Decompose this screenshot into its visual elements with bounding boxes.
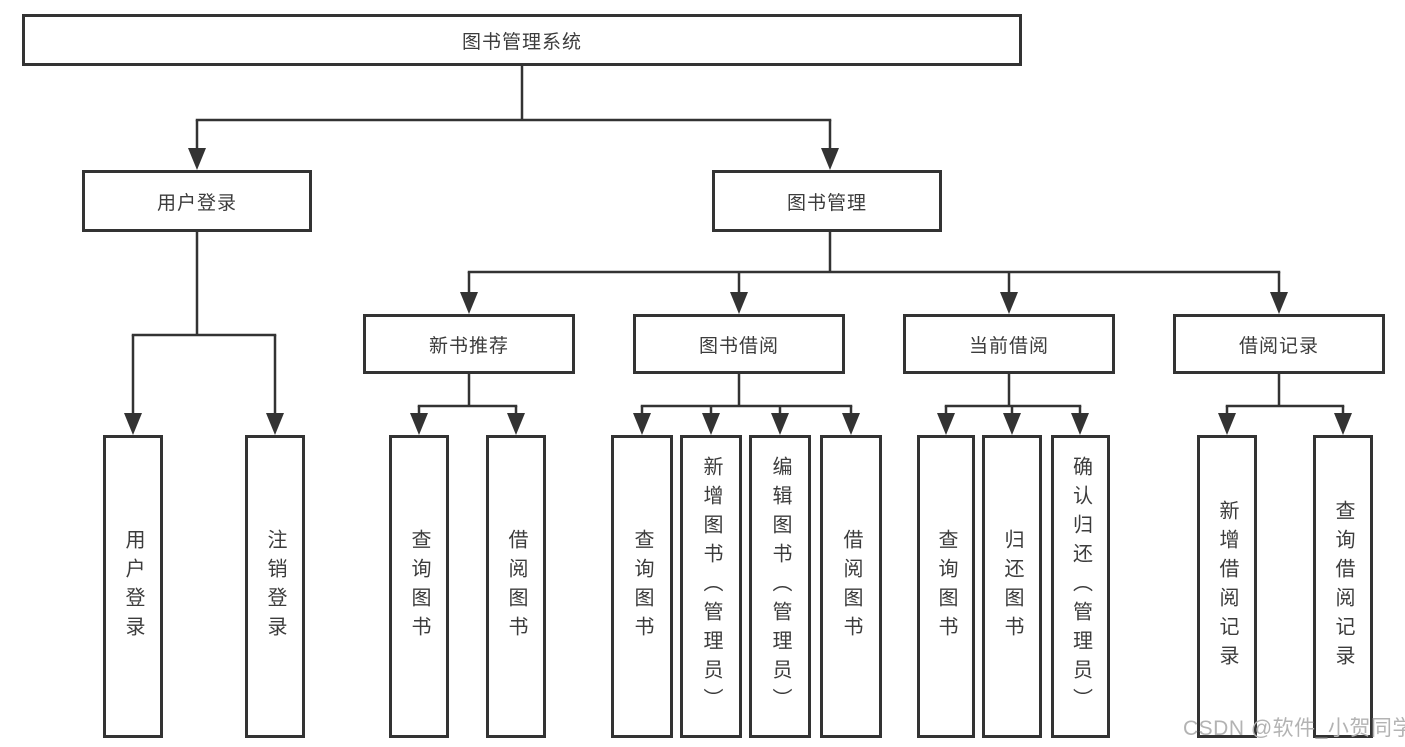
node-book-management: 图书管理 [712, 170, 942, 232]
leaf-borrow-book: 借阅图书 [820, 435, 882, 738]
node-label: 用户登录 [156, 192, 237, 214]
node-current-borrow: 当前借阅 [903, 314, 1115, 374]
node-label: 查询图书 [408, 528, 430, 645]
node-label: 编辑图书（管理员） [769, 456, 791, 717]
leaf-user-login: 用户登录 [103, 435, 163, 738]
node-label: 图书借阅 [698, 335, 779, 357]
node-label: 查询借阅记录 [1332, 499, 1354, 674]
leaf-logout: 注销登录 [245, 435, 305, 738]
leaf-query-borrow-record: 查询借阅记录 [1313, 435, 1373, 738]
node-label: 查询图书 [935, 528, 957, 645]
node-label: 借阅图书 [840, 528, 862, 645]
node-user-login: 用户登录 [82, 170, 312, 232]
leaf-query-books-current: 查询图书 [917, 435, 975, 738]
node-new-book-recommend: 新书推荐 [363, 314, 575, 374]
node-label: 注销登录 [264, 528, 286, 645]
node-label: 借阅记录 [1238, 335, 1319, 357]
node-borrow-records: 借阅记录 [1173, 314, 1385, 374]
node-label: 确认归还（管理员） [1069, 456, 1092, 717]
leaf-confirm-return-admin: 确认归还（管理员） [1051, 435, 1110, 738]
node-label: 归还图书 [1001, 528, 1023, 645]
leaf-query-books-borrow: 查询图书 [611, 435, 673, 738]
node-library-management-system: 图书管理系统 [22, 14, 1022, 66]
node-label: 图书管理 [786, 192, 867, 214]
node-label: 新增图书（管理员） [700, 456, 722, 717]
watermark-text: CSDN @软件_小贺同学 [1183, 717, 1405, 740]
node-label: 查询图书 [631, 528, 653, 645]
leaf-return-book: 归还图书 [982, 435, 1042, 738]
node-label: 图书管理系统 [461, 31, 582, 53]
leaf-query-books-recommend: 查询图书 [389, 435, 449, 738]
leaf-borrow-books-recommend: 借阅图书 [486, 435, 546, 738]
node-label: 用户登录 [122, 528, 144, 645]
leaf-edit-book-admin: 编辑图书（管理员） [749, 435, 811, 738]
node-book-borrow: 图书借阅 [633, 314, 845, 374]
node-label: 借阅图书 [505, 528, 527, 645]
leaf-add-borrow-record: 新增借阅记录 [1197, 435, 1257, 738]
node-label: 新书推荐 [428, 335, 509, 357]
node-label: 新增借阅记录 [1216, 499, 1238, 674]
leaf-add-book-admin: 新增图书（管理员） [680, 435, 742, 738]
node-label: 当前借阅 [968, 335, 1049, 357]
